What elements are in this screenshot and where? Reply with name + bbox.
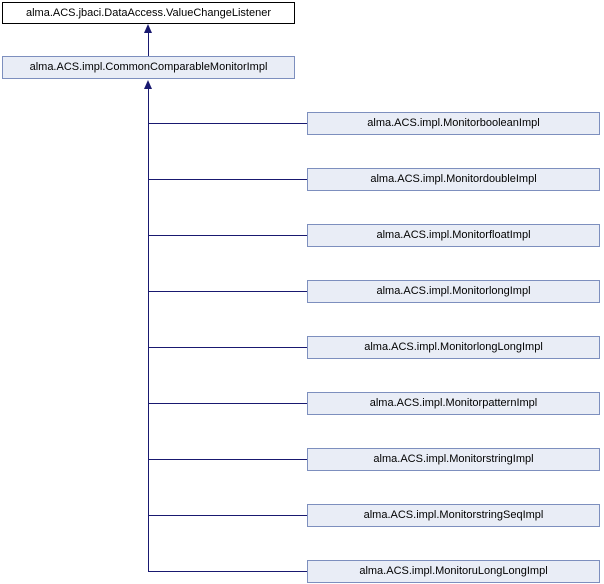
branch-line — [148, 235, 307, 236]
branch-line — [148, 459, 307, 460]
branch-line — [148, 291, 307, 292]
class-node-monitorlongimpl[interactable]: alma.ACS.impl.MonitorlongImpl — [307, 280, 600, 303]
inheritance-arrowhead — [144, 80, 152, 89]
class-node-valuechangelistener: alma.ACS.jbaci.DataAccess.ValueChangeLis… — [2, 2, 295, 24]
branch-line — [148, 123, 307, 124]
branch-line — [148, 403, 307, 404]
branch-line — [148, 347, 307, 348]
class-node-monitorstringseqimpl[interactable]: alma.ACS.impl.MonitorstringSeqImpl — [307, 504, 600, 527]
class-node-monitorulonglongimpl[interactable]: alma.ACS.impl.MonitoruLongLongImpl — [307, 560, 600, 583]
inheritance-line — [148, 32, 149, 56]
class-node-monitorpatternimpl[interactable]: alma.ACS.impl.MonitorpatternImpl — [307, 392, 600, 415]
class-node-commoncomparablemonitorimpl[interactable]: alma.ACS.impl.CommonComparableMonitorImp… — [2, 56, 295, 79]
branch-line — [148, 515, 307, 516]
class-node-monitorbooleanimpl[interactable]: alma.ACS.impl.MonitorbooleanImpl — [307, 112, 600, 135]
inheritance-trunk-line — [148, 88, 149, 572]
branch-line — [148, 571, 307, 572]
branch-line — [148, 179, 307, 180]
class-node-monitorstringimpl[interactable]: alma.ACS.impl.MonitorstringImpl — [307, 448, 600, 471]
inheritance-arrowhead — [144, 24, 152, 33]
class-node-monitordoubleimpl[interactable]: alma.ACS.impl.MonitordoubleImpl — [307, 168, 600, 191]
class-node-monitorlonglongimpl[interactable]: alma.ACS.impl.MonitorlongLongImpl — [307, 336, 600, 359]
class-node-monitorfloatimpl[interactable]: alma.ACS.impl.MonitorfloatImpl — [307, 224, 600, 247]
